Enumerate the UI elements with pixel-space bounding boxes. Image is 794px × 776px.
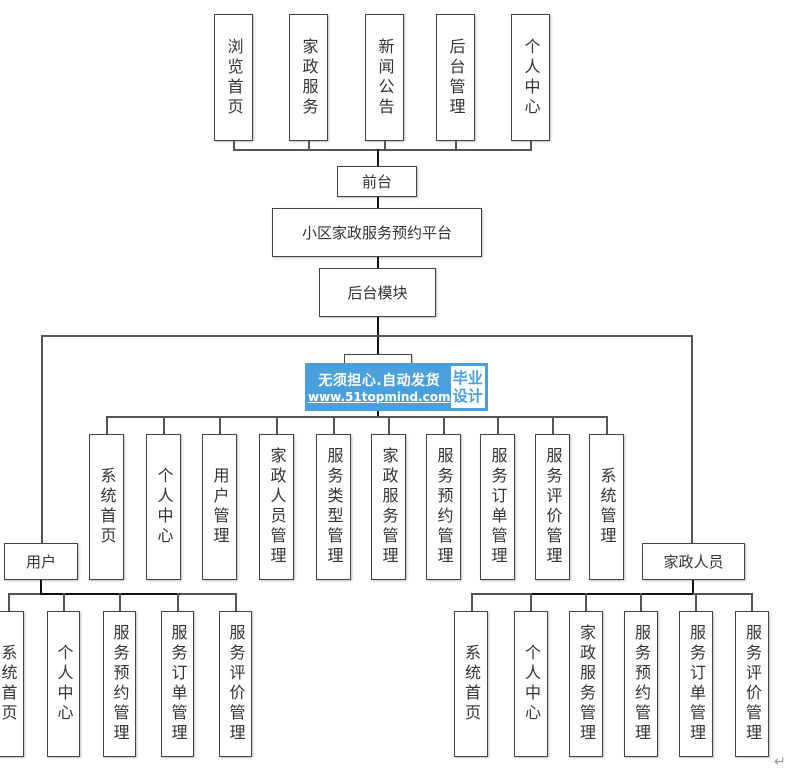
admin-item-review-mgmt: 服务评价管理 — [535, 434, 570, 580]
connector — [41, 335, 43, 543]
connector — [63, 593, 65, 611]
connector — [276, 416, 278, 434]
connector — [235, 593, 237, 611]
staff-item-system-home: 系统首页 — [454, 611, 488, 757]
user-item-booking-mgmt: 服务预约管理 — [103, 611, 136, 757]
frontend-item-browse-home: 浏览首页 — [214, 14, 253, 141]
watermark-line2: www.51topmind.com — [308, 390, 451, 404]
admin-item-system-mgmt: 系统管理 — [589, 434, 624, 580]
connector — [377, 257, 379, 268]
frontend-item-home-service: 家政服务 — [289, 14, 328, 141]
staff-item-order-mgmt: 服务订单管理 — [679, 611, 713, 757]
connector — [388, 416, 390, 434]
admin-item-order-mgmt: 服务订单管理 — [480, 434, 515, 580]
connector — [692, 580, 694, 594]
connector — [41, 335, 693, 337]
connector — [695, 593, 697, 611]
connector — [40, 593, 180, 595]
watermark-line1: 无须担心.自动发货 — [318, 373, 441, 389]
connector — [640, 593, 642, 611]
connector — [751, 593, 753, 611]
admin-item-personal: 个人中心 — [146, 434, 181, 580]
staff-item-booking-mgmt: 服务预约管理 — [624, 611, 658, 757]
connector — [443, 416, 445, 434]
connector — [384, 141, 386, 150]
connector — [530, 593, 532, 611]
connector — [119, 593, 121, 611]
watermark-banner: 无须担心.自动发货 www.51topmind.com 毕业 设计 — [305, 363, 488, 411]
user-item-system-home: 系统首页 — [0, 611, 24, 757]
admin-item-staff-mgmt: 家政人员管理 — [259, 434, 294, 580]
connector — [377, 408, 379, 417]
staff-item-review-mgmt: 服务评价管理 — [735, 611, 769, 757]
connector — [455, 141, 457, 150]
user-item-personal: 个人中心 — [47, 611, 80, 757]
backend-node: 后台模块 — [319, 268, 436, 317]
connector — [8, 593, 10, 611]
user-node: 用户 — [4, 543, 78, 580]
admin-item-service-type-mgmt: 服务类型管理 — [316, 434, 351, 580]
connector — [40, 580, 42, 594]
connector — [219, 416, 221, 434]
frontend-node: 前台 — [337, 166, 417, 197]
admin-item-booking-mgmt: 服务预约管理 — [426, 434, 461, 580]
staff-node: 家政人员 — [642, 543, 745, 580]
connector — [377, 197, 379, 208]
user-item-order-mgmt: 服务订单管理 — [161, 611, 194, 757]
user-item-review-mgmt: 服务评价管理 — [219, 611, 252, 757]
connector — [530, 593, 693, 595]
frontend-item-admin: 后台管理 — [436, 14, 475, 141]
connector — [163, 416, 165, 434]
connector — [585, 593, 587, 611]
staff-item-home-service-mgmt: 家政服务管理 — [569, 611, 603, 757]
connector — [106, 416, 108, 434]
watermark-badge-line2: 设计 — [452, 387, 483, 405]
admin-item-home-service-mgmt: 家政服务管理 — [371, 434, 406, 580]
connector — [106, 416, 608, 418]
paragraph-return-icon: ↵ — [774, 754, 786, 770]
admin-item-system-home: 系统首页 — [89, 434, 124, 580]
connector — [530, 141, 532, 150]
connector — [471, 593, 473, 611]
connector — [233, 149, 532, 151]
admin-item-user-mgmt: 用户管理 — [202, 434, 237, 580]
connector — [552, 416, 554, 434]
watermark-badge: 毕业 设计 — [450, 366, 485, 408]
platform-node: 小区家政服务预约平台 — [272, 208, 482, 257]
connector — [606, 416, 608, 434]
connector — [177, 593, 179, 611]
frontend-item-personal: 个人中心 — [511, 14, 550, 141]
watermark-badge-line1: 毕业 — [452, 369, 483, 387]
connector — [497, 416, 499, 434]
connector — [377, 149, 379, 167]
connector — [333, 416, 335, 434]
staff-item-personal: 个人中心 — [514, 611, 548, 757]
connector — [691, 335, 693, 543]
frontend-item-news: 新闻公告 — [365, 14, 404, 141]
connector — [308, 141, 310, 150]
connector — [233, 141, 235, 150]
